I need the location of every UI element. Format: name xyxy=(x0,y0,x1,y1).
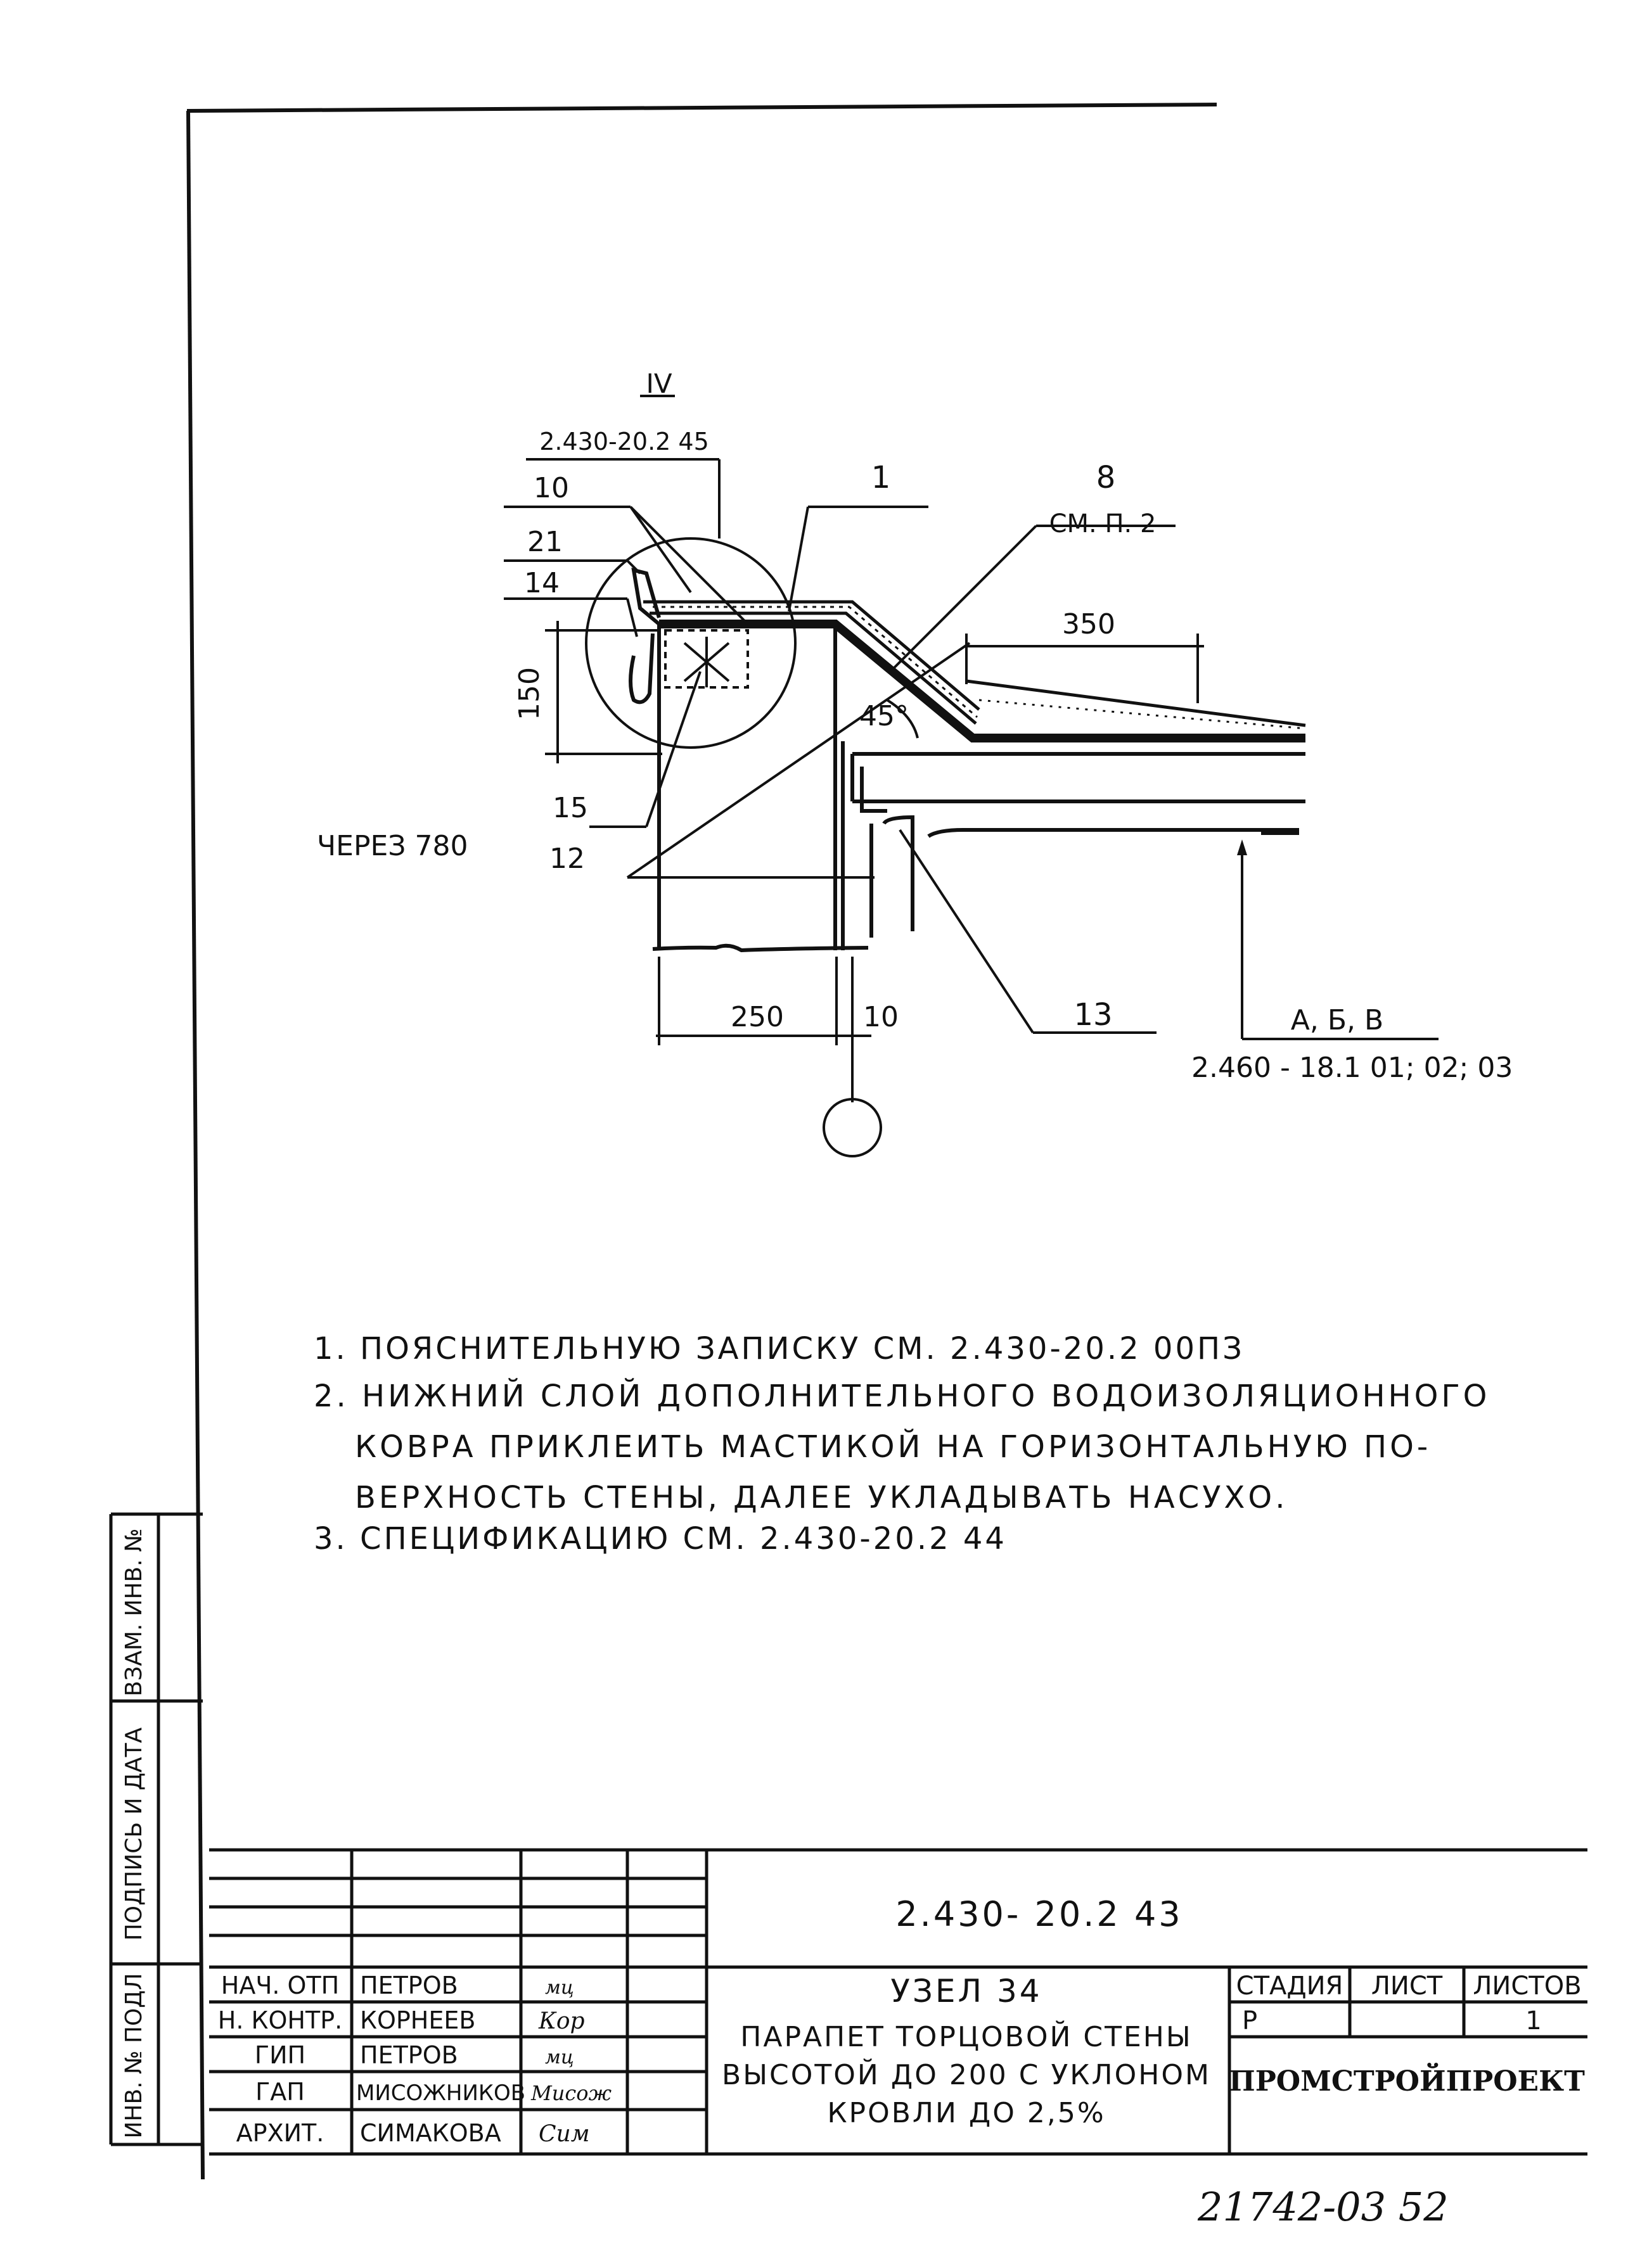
node-ref-roman: IV xyxy=(646,368,672,399)
sheet-header: ЛИСТ xyxy=(1371,1972,1443,2001)
sheet-frame xyxy=(186,103,1217,2180)
staff-role-3: ГИП xyxy=(255,2041,305,2069)
callout-1: 1 xyxy=(871,460,891,495)
staff-role-2: Н. КОНТР. xyxy=(218,2006,342,2034)
notes: 1. ПОЯСНИТЕЛЬНУЮ ЗАПИСКУ СМ. 2.430-20.2 … xyxy=(314,1331,1490,1557)
staff-signature-4: Мисож xyxy=(530,2081,612,2105)
description-line-2: ВЫСОТОЙ ДО 200 С УКЛОНОМ xyxy=(722,2058,1211,2091)
doc-code: 2.430- 20.2 43 xyxy=(895,1894,1183,1934)
footer-code: 21742-03 52 xyxy=(1197,2184,1449,2230)
callout-14: 14 xyxy=(524,567,560,599)
dim-10: 10 xyxy=(863,1001,899,1033)
sheets-header: ЛИСТОВ xyxy=(1473,1972,1581,2001)
angle-45: 45° xyxy=(859,700,909,732)
staff-name-2: КОРНЕЕВ xyxy=(360,2006,475,2034)
edge-flashing xyxy=(629,567,661,704)
staff-signature-5: Сим xyxy=(539,2121,590,2147)
side-inv-replace: ВЗАМ. ИНВ. № xyxy=(121,1528,147,1696)
callout-12: 12 xyxy=(549,843,585,875)
callout-21: 21 xyxy=(527,526,563,558)
stage-header: СТАДИЯ xyxy=(1236,1972,1343,2001)
title-block: 2.430- 20.2 43 УЗЕЛ 34 ПАРАПЕТ ТОРЦОВОЙ … xyxy=(209,1848,1587,2156)
staff-role-1: НАЧ. ОТП xyxy=(221,1972,339,1999)
note-2: 2. НИЖНИЙ СЛОЙ ДОПОЛНИТЕЛЬНОГО ВОДОИЗОЛЯ… xyxy=(314,1378,1490,1414)
dim-250: 250 xyxy=(731,1001,784,1033)
staff-signature-2: Кор xyxy=(538,2008,585,2034)
note-3: 3. СПЕЦИФИКАЦИЮ СМ. 2.430-20.2 44 xyxy=(314,1521,1007,1557)
stage-value: Р xyxy=(1242,2006,1257,2035)
dim-350: 350 xyxy=(1062,608,1115,640)
note-1: 1. ПОЯСНИТЕЛЬНУЮ ЗАПИСКУ СМ. 2.430-20.2 … xyxy=(314,1331,1245,1367)
staff-signature-3: мц xyxy=(545,2046,574,2068)
description-line-3: КРОВЛИ ДО 2,5% xyxy=(827,2097,1105,2129)
note-2-cont-1: КОВРА ПРИКЛЕИТЬ МАСТИКОЙ НА ГОРИЗОНТАЛЬН… xyxy=(355,1429,1431,1465)
staff-name-3: ПЕТРОВ xyxy=(360,2041,458,2069)
dim-150: 150 xyxy=(513,667,546,720)
node-title: УЗЕЛ 34 xyxy=(890,1973,1042,2010)
detail-circle xyxy=(585,537,797,749)
staff-role-4: ГАП xyxy=(255,2078,305,2106)
spacing-note: ЧЕРЕЗ 780 xyxy=(317,830,468,862)
callout-15: 15 xyxy=(553,792,588,824)
sheet-value: 1 xyxy=(1525,2006,1541,2035)
staff-name-4: МИСОЖНИКОВ xyxy=(356,2080,525,2106)
staff-name-5: СИМАКОВА xyxy=(360,2119,501,2147)
organization: ПРОМСТРОЙПРОЕКТ xyxy=(1229,2062,1585,2098)
staff-role-5: АРХИТ. xyxy=(236,2119,324,2147)
callout-leaders xyxy=(504,506,1439,1040)
dimension-lines xyxy=(526,395,1204,1157)
node-ref-doc: 2.430-20.2 45 xyxy=(539,428,709,456)
callout-13: 13 xyxy=(1074,997,1112,1033)
roof-waterproofing-layers xyxy=(643,600,1306,742)
side-stamp: ВЗАМ. ИНВ. № ПОДПИСЬ И ДАТА ИНВ. № ПОДЛ xyxy=(109,1512,203,2146)
anchor-block xyxy=(664,629,749,689)
side-inv-orig: ИНВ. № ПОДЛ xyxy=(121,1973,147,2138)
callout-10: 10 xyxy=(534,472,569,504)
description-line-1: ПАРАПЕТ ТОРЦОВОЙ СТЕНЫ xyxy=(740,2020,1192,2053)
axes-ref: 2.460 - 18.1 01; 02; 03 xyxy=(1191,1052,1513,1084)
staff-name-1: ПЕТРОВ xyxy=(360,1972,458,1999)
side-sign-date: ПОДПИСЬ И ДАТА xyxy=(121,1727,147,1940)
note-2-cont-2: ВЕРХНОСТЬ СТЕНЫ, ДАЛЕЕ УКЛАДЫВАТЬ НАСУХО… xyxy=(355,1480,1288,1515)
roof-slab xyxy=(850,752,1305,938)
parapet-detail-drawing: IV 2.430-20.2 45 10 21 14 1 8 СМ. П. 2 3… xyxy=(317,368,1513,1157)
callout-8: 8 xyxy=(1096,460,1116,495)
axes-label: А, Б, В xyxy=(1291,1004,1383,1036)
callout-8-note: СМ. П. 2 xyxy=(1049,509,1157,538)
staff-signature-1: мц xyxy=(545,1977,574,1999)
